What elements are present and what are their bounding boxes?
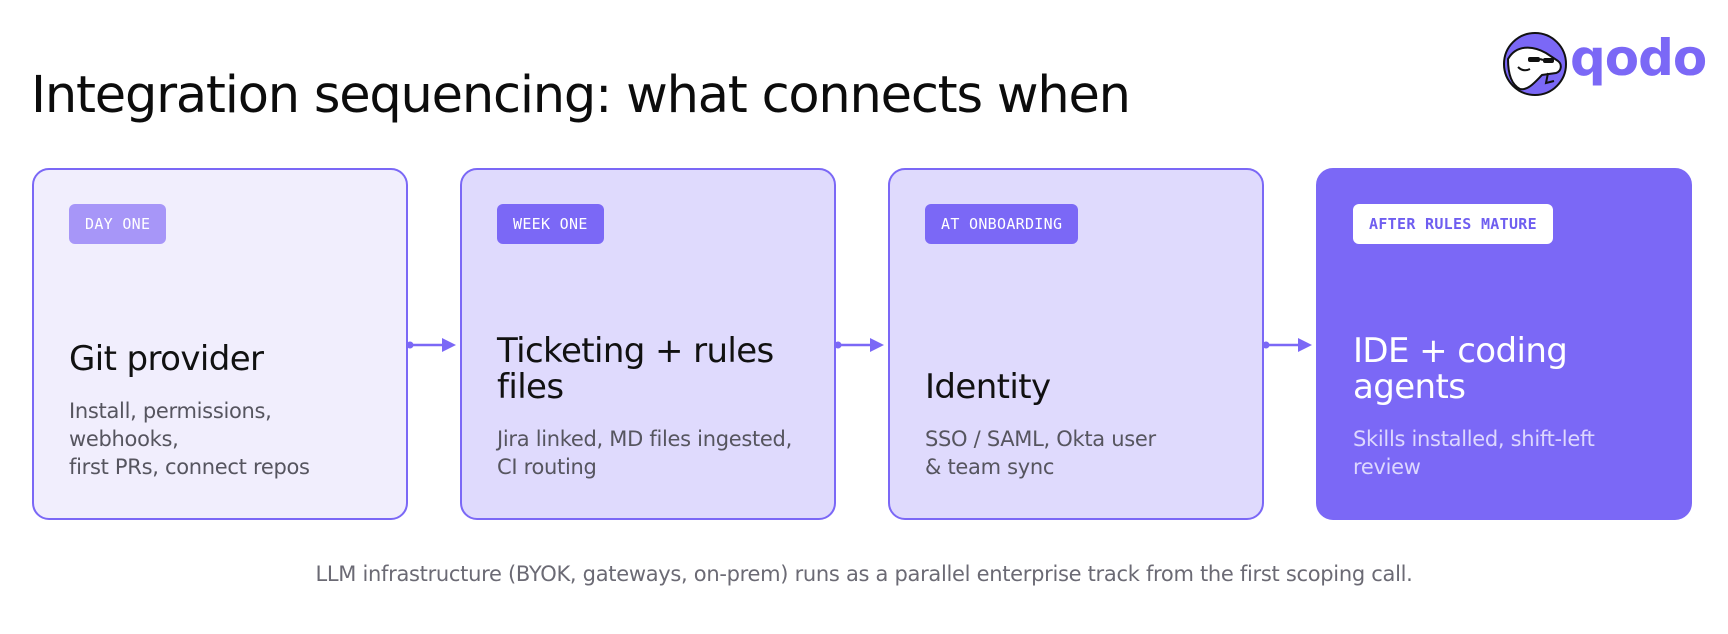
stage-tag: AFTER RULES MATURE [1353,204,1553,244]
stage-description: SSO / SAML, Okta user & team sync [925,425,1238,481]
arrow-right-icon [834,338,884,352]
stage-description: Install, permissions, webhooks, first PR… [69,397,382,481]
stage-title: Git provider [69,339,264,379]
stage-content: IDE + coding agents Skills installed, sh… [1353,333,1666,481]
stage-content: Identity SSO / SAML, Okta user & team sy… [925,369,1238,481]
stage-description-line: Jira linked, MD files ingested, [497,427,792,451]
stage-description: Jira linked, MD files ingested, CI routi… [497,425,810,481]
stage-title: IDE + coding agents [1353,331,1568,407]
arrow-right-icon [1262,338,1312,352]
brand-logo: qodo [1502,29,1707,97]
stage-description-line: review [1353,455,1421,479]
stage-description-line: Install, permissions, webhooks, [69,399,272,451]
stage-description-line: Skills installed, shift-left [1353,427,1595,451]
stage-title-line: Ticketing + rules [497,331,774,371]
stage-description-line: CI routing [497,455,597,479]
page-title: Integration sequencing: what connects wh… [31,66,1131,126]
stage-content: Ticketing + rules files Jira linked, MD … [497,333,810,481]
stage-description-line: & team sync [925,455,1055,479]
stage-description: Skills installed, shift-left review [1353,425,1666,481]
stage-tag: WEEK ONE [497,204,604,244]
stage-title-line: files [497,367,564,407]
stage-title: Identity [925,367,1051,407]
stage-description-line: SSO / SAML, Okta user [925,427,1156,451]
footnote: LLM infrastructure (BYOK, gateways, on-p… [315,562,1413,586]
stage-tag: DAY ONE [69,204,167,244]
stage-content: Git provider Install, permissions, webho… [69,341,382,481]
stage-card-day-one: DAY ONE Git provider Install, permission… [32,168,408,520]
stage-title: Ticketing + rules files [497,333,810,405]
stage-card-at-onboarding: AT ONBOARDING Identity SSO / SAML, Okta … [888,168,1264,520]
arrow-right-icon [406,338,456,352]
logo-wordmark: qodo [1570,29,1707,87]
stage-tag: AT ONBOARDING [925,204,1079,244]
stage-card-week-one: WEEK ONE Ticketing + rules files Jira li… [460,168,836,520]
stage-card-after-rules-mature: AFTER RULES MATURE IDE + coding agents S… [1316,168,1692,520]
stage-description-line: first PRs, connect repos [69,455,310,479]
qodo-mascot-icon [1503,32,1567,96]
